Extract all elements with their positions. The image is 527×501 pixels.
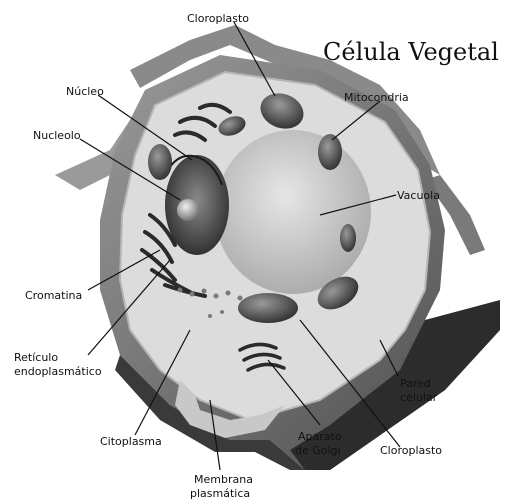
chloroplast-bottom (238, 293, 298, 323)
label-er-line2: endoplasmático (14, 365, 102, 378)
label-golgi-line1: Aparato (298, 430, 342, 443)
diagram-title: Célula Vegetal (323, 38, 499, 66)
label-chloroplast-bottom: Cloroplasto (380, 444, 442, 457)
label-er-line1: Retículo (14, 351, 58, 364)
label-cell-wall-line2: celular (400, 391, 438, 404)
nucleolus (177, 199, 199, 221)
label-golgi-line2: de Golgi (295, 444, 341, 457)
label-nucleus: Núcleo (66, 85, 104, 98)
label-cytoplasm: Citoplasma (100, 435, 162, 448)
vacuole (215, 130, 371, 294)
chloroplast-small (340, 224, 356, 252)
label-chromatin: Cromatina (25, 289, 82, 302)
label-chloroplast-top: Cloroplasto (187, 12, 249, 25)
mitochondrion-right (318, 134, 342, 170)
label-nucleolus: Nucleolo (33, 129, 81, 142)
chloroplast-left (148, 144, 172, 180)
label-vacuole: Vacuola (397, 189, 440, 202)
label-cell-wall-line1: Pared (400, 377, 431, 390)
label-membrane-line2: plasmática (190, 487, 250, 500)
label-mitochondria: Mitocondria (344, 91, 409, 104)
label-membrane-line1: Membrana (194, 473, 253, 486)
